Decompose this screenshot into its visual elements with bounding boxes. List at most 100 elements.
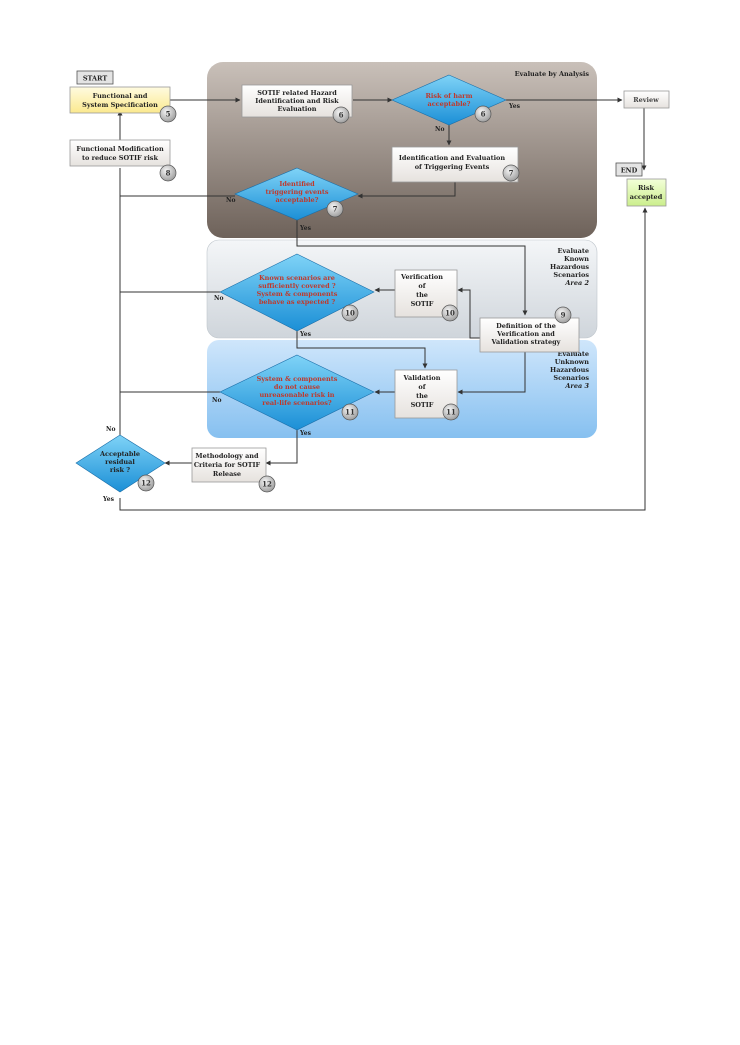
svg-text:12: 12: [141, 479, 151, 488]
analysis-region-title: Evaluate by Analysis: [515, 70, 590, 78]
no-label-known: No: [214, 295, 224, 302]
vv-strategy-box: Definition of the Verification and Valid…: [479, 317, 580, 353]
svg-text:Evaluate: Evaluate: [558, 247, 590, 255]
svg-text:Known: Known: [564, 255, 589, 263]
start-terminal: START: [76, 70, 114, 85]
svg-text:Identified: Identified: [279, 180, 315, 188]
svg-text:Risk: Risk: [638, 184, 655, 192]
step-badge-12-decision: 12: [137, 474, 155, 492]
end-terminal: END: [615, 162, 643, 177]
known-region-title: Evaluate Known Hazardous Scenarios Area …: [550, 247, 589, 287]
svg-text:of: of: [418, 383, 426, 391]
step-badge-10-decision: 10: [341, 304, 359, 322]
svg-text:Verification and: Verification and: [496, 330, 555, 338]
svg-text:Acceptable: Acceptable: [99, 450, 140, 458]
svg-text:System & components: System & components: [257, 290, 338, 298]
svg-text:Definition of the: Definition of the: [496, 322, 556, 330]
step-badge-6-decision: 6: [474, 105, 492, 123]
svg-text:12: 12: [262, 480, 272, 489]
svg-text:of: of: [418, 282, 426, 290]
svg-text:Methodology and: Methodology and: [195, 452, 259, 460]
svg-text:Identification and Evaluation: Identification and Evaluation: [399, 154, 506, 162]
system-components-decision: System & components do not cause unreaso…: [219, 354, 375, 431]
yes-label-sys: Yes: [299, 430, 312, 437]
svg-text:Evaluate: Evaluate: [558, 350, 590, 358]
no-label-residual: No: [106, 426, 116, 433]
step-badge-9: 9: [554, 306, 572, 324]
step-badge-6-box: 6: [332, 106, 350, 124]
svg-text:11: 11: [345, 408, 355, 417]
svg-text:Validation: Validation: [403, 374, 441, 382]
triggering-events-box: Identification and Evaluation of Trigger…: [391, 146, 519, 183]
step-badge-11-decision: 11: [341, 403, 359, 421]
svg-text:SOTIF related Hazard: SOTIF related Hazard: [257, 89, 337, 97]
svg-text:risk ?: risk ?: [110, 466, 130, 474]
svg-text:Release: Release: [213, 470, 241, 478]
hazard-identification-box: SOTIF related Hazard Identification and …: [241, 84, 353, 118]
svg-text:Area 2: Area 2: [564, 279, 589, 287]
svg-text:residual: residual: [105, 458, 135, 466]
svg-text:Validation strategy: Validation strategy: [491, 338, 561, 346]
svg-text:Hazardous: Hazardous: [550, 366, 589, 374]
svg-text:Functional Modification: Functional Modification: [76, 145, 164, 153]
functional-modification-box: Functional Modification to reduce SOTIF …: [69, 139, 171, 167]
step-badge-12-box: 12: [258, 475, 276, 493]
svg-text:Scenarios: Scenarios: [553, 374, 589, 382]
svg-text:behave as expected ?: behave as expected ?: [259, 298, 336, 306]
functional-system-spec-box: Functional and System Specification: [69, 86, 171, 114]
svg-text:acceptable?: acceptable?: [276, 196, 319, 204]
yes-label-identified: Yes: [299, 225, 312, 232]
no-label-sys: No: [212, 397, 222, 404]
svg-text:7: 7: [333, 205, 338, 214]
svg-text:SOTIF: SOTIF: [411, 300, 434, 308]
svg-text:Evaluation: Evaluation: [278, 105, 317, 113]
svg-text:SOTIF: SOTIF: [411, 401, 434, 409]
svg-text:the: the: [416, 291, 428, 299]
connectors: [117, 97, 648, 511]
yes-label-residual: Yes: [102, 496, 115, 503]
svg-text:6: 6: [339, 111, 344, 120]
svg-text:7: 7: [509, 169, 514, 178]
step-badge-8: 8: [159, 164, 177, 182]
svg-text:8: 8: [166, 169, 171, 178]
svg-text:unreasonable risk in: unreasonable risk in: [259, 391, 334, 399]
svg-text:triggering events: triggering events: [266, 188, 329, 196]
step-badge-7-box: 7: [502, 164, 520, 182]
branch-labels: Yes No No Yes No Yes No Yes No Yes: [102, 103, 521, 503]
svg-text:Functional and: Functional and: [93, 92, 148, 100]
svg-text:of Triggering Events: of Triggering Events: [415, 163, 490, 171]
risk-accepted-box: Risk accepted: [626, 178, 667, 207]
svg-text:10: 10: [345, 309, 355, 318]
methodology-box: Methodology and Criteria for SOTIF Relea…: [191, 447, 267, 483]
step-badge-7-decision: 7: [326, 200, 344, 218]
svg-text:Area 3: Area 3: [564, 382, 589, 390]
known-scenarios-decision: Known scenarios are sufficiently covered…: [219, 253, 375, 332]
step-badge-10-box: 10: [441, 304, 459, 322]
no-label-identified: No: [226, 197, 236, 204]
svg-text:Review: Review: [633, 96, 659, 104]
svg-text:acceptable?: acceptable?: [428, 100, 471, 108]
svg-text:System Specification: System Specification: [82, 101, 158, 109]
svg-text:the: the: [416, 392, 428, 400]
svg-text:do not cause: do not cause: [274, 383, 320, 391]
step-badge-11-box: 11: [442, 403, 460, 421]
yes-label-risk-harm: Yes: [508, 103, 521, 110]
svg-text:6: 6: [481, 110, 486, 119]
review-box: Review: [623, 90, 670, 109]
svg-text:Hazardous: Hazardous: [550, 263, 589, 271]
yes-label-known: Yes: [299, 331, 312, 338]
svg-text:Risk of harm: Risk of harm: [426, 92, 473, 100]
no-label-risk-harm: No: [435, 126, 445, 133]
svg-text:accepted: accepted: [630, 193, 663, 201]
svg-text:Verification: Verification: [400, 273, 443, 281]
svg-text:Unknown: Unknown: [555, 358, 590, 366]
residual-risk-decision: Acceptable residual risk ?: [75, 434, 166, 493]
svg-text:real-life scenarios?: real-life scenarios?: [262, 399, 332, 407]
svg-text:11: 11: [446, 408, 456, 417]
svg-text:System & components: System & components: [257, 375, 338, 383]
svg-text:Known scenarios are: Known scenarios are: [259, 274, 335, 282]
svg-text:END: END: [621, 167, 638, 175]
svg-text:Identification and Risk: Identification and Risk: [255, 97, 339, 105]
svg-text:Criteria for SOTIF: Criteria for SOTIF: [194, 461, 261, 469]
